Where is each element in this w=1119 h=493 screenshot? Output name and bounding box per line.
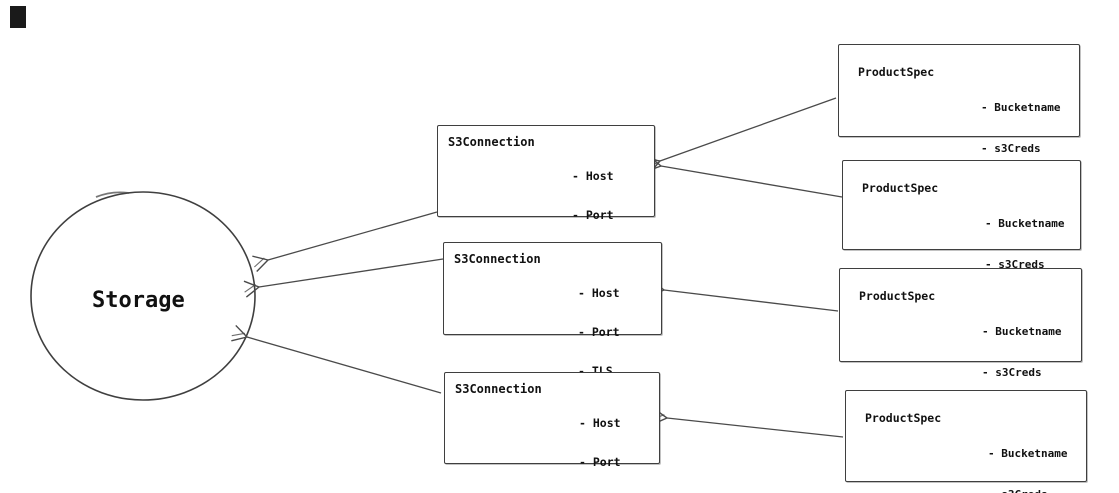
attribute-host: - Host	[579, 416, 621, 430]
attribute-s3creds: - s3Creds	[985, 257, 1045, 271]
attribute-bucketname: - Bucketname	[988, 447, 1068, 460]
arrow-s3connection3-to-storage	[247, 337, 442, 394]
storage-node-sketch-stroke	[95, 191, 130, 198]
attribute-bucketname: - Bucketname	[985, 217, 1065, 230]
node-title: S3Connection	[448, 135, 535, 149]
node-title: S3Connection	[455, 382, 542, 396]
node-title: ProductSpec	[862, 181, 939, 195]
attribute-bucketname: - Bucketname	[982, 325, 1062, 338]
attribute-s3creds: - s3Creds	[988, 488, 1067, 493]
productspec-node-3[interactable]: ProductSpec - Bucketname - s3Creds	[839, 268, 1082, 379]
attribute-s3creds: - s3Creds	[982, 365, 1042, 379]
storage-node-label: Storage	[92, 288, 185, 313]
attribute-port: - Port	[578, 325, 620, 339]
arrow-productspec3-to-s3connection2	[664, 290, 839, 312]
node-title: ProductSpec	[865, 411, 942, 425]
attribute-port: - Port	[579, 455, 621, 469]
s3connection-node-3[interactable]: S3Connection - Host - Port - TLS	[444, 372, 660, 469]
attribute-port: - Port	[572, 208, 614, 222]
node-title: S3Connection	[454, 252, 541, 266]
productspec-node-2[interactable]: ProductSpec - Bucketname - s3Creds	[842, 160, 1081, 271]
attribute-bucketname: - Bucketname	[981, 101, 1061, 114]
node-title: ProductSpec	[859, 289, 936, 303]
arrow-s3connection1-to-storage	[268, 211, 438, 260]
arrow-productspec2-to-s3connection1	[661, 166, 843, 198]
productspec-node-1[interactable]: ProductSpec - Bucketname - s3Creds	[838, 44, 1080, 155]
arrow-s3connection2-to-storage	[259, 258, 444, 287]
attribute-host: - Host	[578, 286, 620, 300]
s3connection-node-1[interactable]: S3Connection - Host - Port - TLS	[437, 125, 655, 261]
s3connection-node-2[interactable]: S3Connection - Host - Port - TLS	[443, 242, 662, 378]
productspec-node-4[interactable]: ProductSpec - Bucketname - s3Creds	[845, 390, 1087, 493]
node-title: ProductSpec	[858, 65, 935, 79]
canvas-corner-mark	[10, 6, 26, 28]
arrow-productspec4-to-s3connection3	[667, 418, 844, 438]
attribute-host: - Host	[572, 169, 614, 183]
attribute-s3creds: - s3Creds	[981, 141, 1041, 155]
arrow-productspec1-to-s3connection1	[660, 97, 837, 161]
